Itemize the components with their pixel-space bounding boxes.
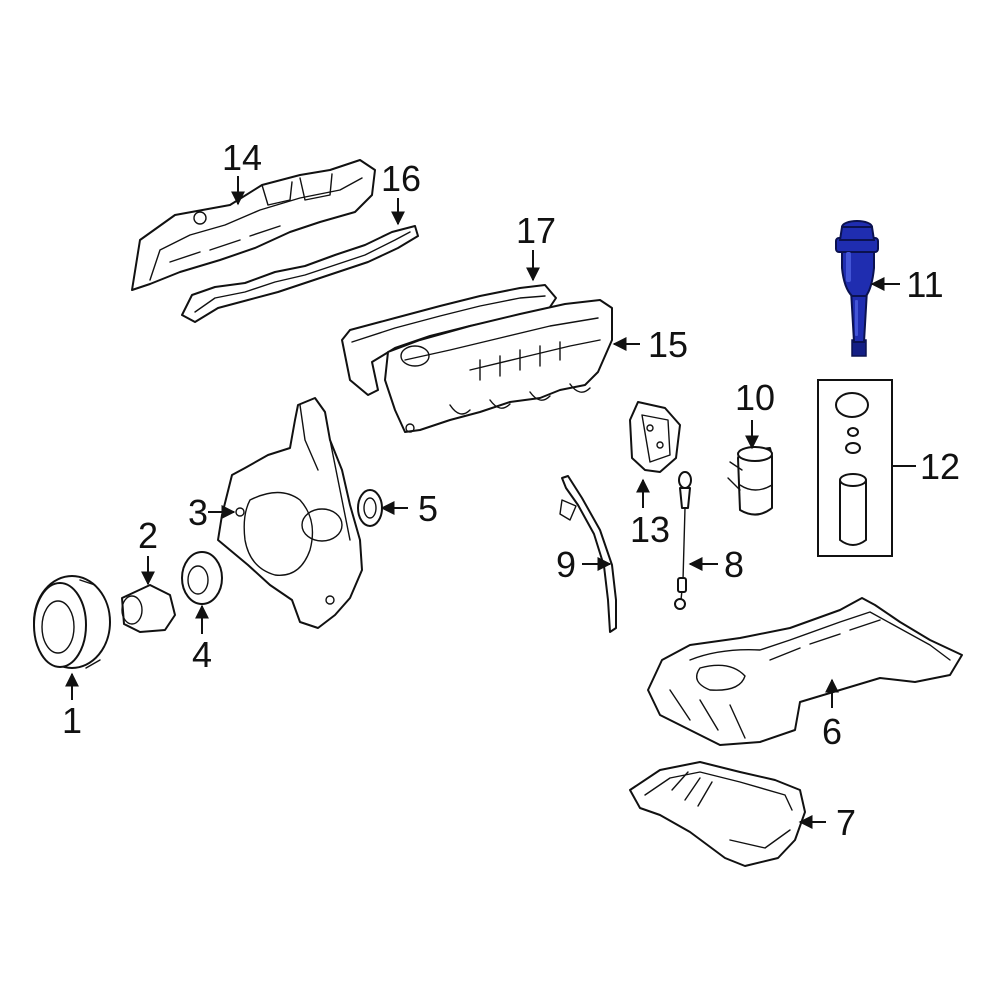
- part-11-oil-filler-highlighted[interactable]: [835, 220, 879, 357]
- part-5-seal[interactable]: [357, 489, 383, 527]
- callout-3[interactable]: 3: [188, 492, 208, 533]
- callout-5[interactable]: 5: [418, 488, 438, 529]
- callout-labels: 1 2 3 4 5 6 7 8 9 10 11 12 13 14 15 16 1…: [62, 137, 960, 843]
- callout-8[interactable]: 8: [724, 544, 744, 585]
- part-13-filter-housing[interactable]: [629, 401, 681, 473]
- callout-10[interactable]: 10: [735, 377, 775, 418]
- callout-2[interactable]: 2: [138, 515, 158, 556]
- part-12-filter-kit[interactable]: [817, 379, 893, 557]
- callout-11[interactable]: 11: [906, 264, 943, 305]
- part-15-valve-cover[interactable]: [384, 299, 613, 433]
- callout-14[interactable]: 14: [222, 137, 262, 178]
- callout-1[interactable]: 1: [62, 700, 82, 741]
- callout-15[interactable]: 15: [648, 324, 688, 365]
- callout-12[interactable]: 12: [920, 446, 960, 487]
- part-4-seal[interactable]: [181, 551, 223, 605]
- part-10-filter-cap[interactable]: [727, 446, 773, 516]
- callout-13[interactable]: 13: [630, 509, 670, 550]
- part-3-timing-cover[interactable]: [217, 397, 363, 629]
- part-8-dipstick[interactable]: [674, 471, 692, 610]
- callout-16[interactable]: 16: [381, 158, 421, 199]
- callout-9[interactable]: 9: [556, 544, 576, 585]
- callout-4[interactable]: 4: [192, 634, 212, 675]
- part-6-oil-pan-upper[interactable]: [647, 597, 963, 746]
- callout-7[interactable]: 7: [836, 802, 856, 843]
- part-7-oil-pan-lower[interactable]: [629, 761, 806, 867]
- part-9-dipstick-tube[interactable]: [559, 475, 617, 633]
- callout-17[interactable]: 17: [516, 210, 556, 251]
- part-1-pulley[interactable]: [33, 575, 111, 669]
- part-2-hub[interactable]: [121, 584, 176, 633]
- callout-6[interactable]: 6: [822, 711, 842, 752]
- part-16-gasket[interactable]: [181, 225, 419, 323]
- leader-lines: [65, 176, 916, 829]
- part-14-intake-cover[interactable]: [131, 159, 376, 291]
